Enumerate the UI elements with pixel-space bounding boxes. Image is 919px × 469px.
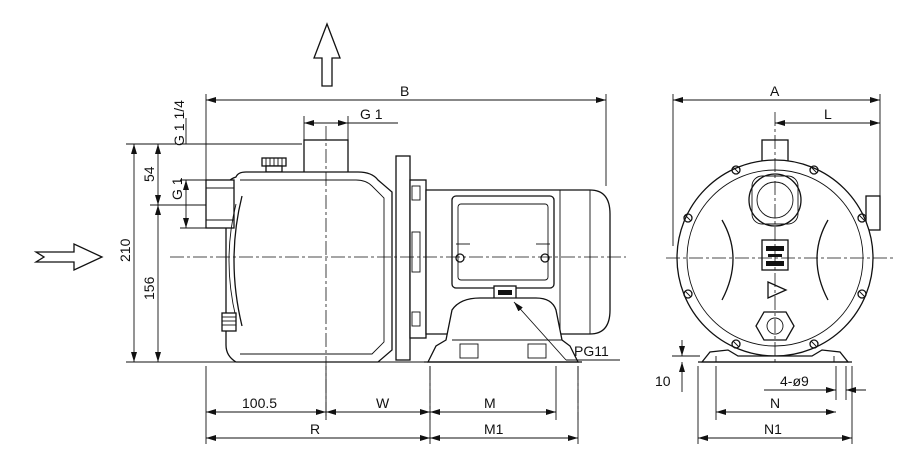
inlet-port [205, 179, 235, 229]
dimension-A: A [672, 83, 881, 246]
label-L: L [824, 106, 832, 122]
dimension-10: 10 [655, 340, 700, 392]
label-holes: 4-ø9 [780, 373, 809, 389]
dimension-B: B [205, 83, 607, 186]
dimension-bottom: 100.5 W M R M1 [205, 366, 579, 444]
outlet-flow-arrow [313, 22, 341, 87]
label-N1: N1 [764, 421, 782, 437]
label-156: 156 [141, 276, 157, 300]
pump-casing [225, 171, 393, 363]
label-54: 54 [141, 166, 157, 182]
callout-PG11: PG11 [513, 301, 620, 361]
dimension-G114: G 1 1/4 [171, 100, 302, 146]
dimension-G1-side: G 1 [169, 177, 206, 229]
label-A: A [770, 83, 780, 99]
dimension-210: 210 [117, 143, 424, 363]
label-B: B [400, 83, 409, 99]
label-10: 10 [655, 373, 671, 389]
label-G114: G 1 1/4 [171, 100, 187, 146]
dimension-N: N [715, 366, 836, 420]
dimension-L: L [775, 106, 880, 126]
dimension-N1: N1 [697, 366, 853, 444]
label-210: 210 [117, 238, 133, 262]
label-G1-side: G 1 [169, 177, 185, 200]
dimension-G1-top: G 1 [303, 106, 398, 140]
label-W: W [376, 395, 390, 411]
motor-foot [426, 297, 580, 363]
label-100-5: 100.5 [242, 395, 277, 411]
dimension-holes: 4-ø9 [764, 366, 866, 400]
label-R: R [310, 421, 320, 437]
label-M1: M1 [484, 421, 504, 437]
pump-flange [395, 155, 411, 361]
casing-bolts [683, 165, 867, 349]
pump-front-view [676, 139, 881, 363]
pump-side-view [205, 139, 611, 363]
label-G1-top: G 1 [360, 106, 383, 122]
drain-plug [221, 312, 237, 332]
rotation-arrow-icon [767, 280, 788, 300]
inlet-flow-arrow [33, 242, 104, 272]
dimension-156: 156 [141, 205, 161, 362]
label-N: N [770, 395, 780, 411]
label-PG11: PG11 [574, 343, 609, 359]
label-M: M [484, 395, 496, 411]
terminal-box [451, 195, 555, 289]
